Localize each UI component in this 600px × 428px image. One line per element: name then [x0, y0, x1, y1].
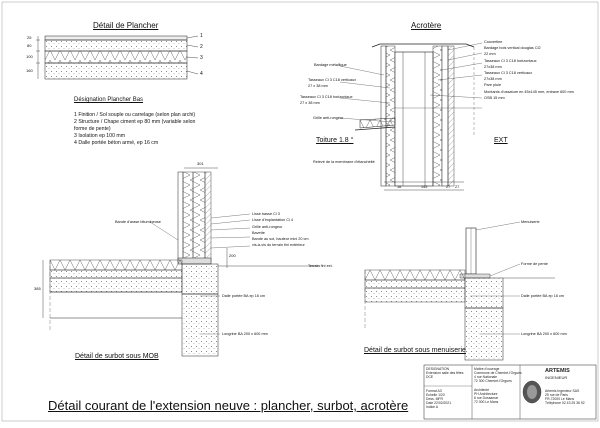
plancher-title: Détail de Plancher — [93, 21, 159, 30]
acrotere-label: Tasseaux Cl 3 C18 horizontaux — [484, 58, 537, 63]
acrotere-label-left: Bardage métallique — [314, 63, 347, 67]
acrotere-label: OSB 15 mm — [484, 95, 505, 100]
main-title: Détail courant de l'extension neuve : pl… — [48, 398, 409, 413]
releve-label: Relevé de la membrane d'étanchéité — [313, 160, 375, 164]
plancher-callout-1: 1 — [200, 33, 203, 39]
title-block-frame — [423, 364, 597, 420]
plancher-items: 1 Finition / Sol souple ou carrelage (se… — [74, 112, 195, 147]
plancher-item: 2 Structure / Chape ciment ep 80 mm (var… — [74, 119, 196, 125]
acrotere-label: 27x38 mm — [484, 64, 502, 69]
acrotere-label: Tasseaux Cl 3 C18 verticaux — [484, 71, 533, 76]
tb-left-line: Date 22/02/2021 — [426, 401, 452, 405]
mob-label: Bande au sol, hauteur mini 20 cm — [252, 237, 309, 242]
menuiserie-label: Menuiserie — [521, 220, 540, 224]
acrotere-title: Acrotère — [411, 21, 442, 30]
acrotere-dim: 27 — [446, 185, 451, 189]
plancher-item: 4 Dalle portée béton armé, ep 16 cm — [74, 140, 159, 146]
mob-bande: Bande d'arase bitumineuse — [115, 220, 161, 224]
acrotere-label: Couvertine — [484, 40, 503, 44]
tb-left-line — [426, 379, 464, 389]
acrotere-label: Bardage bois vertical douglas Cl2 — [484, 46, 541, 51]
plancher-callout-3: 3 — [200, 55, 203, 61]
titleblock-mid: Maître d'ouvrage Commune de Chemiré-l'Or… — [474, 367, 522, 404]
plancher-section — [36, 35, 199, 80]
mob-longrine: Longrine BA 200 x 600 mm — [222, 332, 268, 336]
toiture-label: Toiture 1.8 ° — [316, 137, 354, 144]
plancher-callout-2: 2 — [200, 44, 203, 50]
mob-title: Détail de surbot sous MOB — [75, 353, 159, 360]
acrotere-label: Pare pluie — [484, 83, 502, 88]
menuiserie-title: Détail de surbot sous menuiserie — [364, 347, 466, 354]
tb-right-line: Téléphone 02 43 25 36 92 — [545, 401, 585, 405]
tb-mid-line: Maître d'ouvrage — [474, 367, 500, 371]
plancher-dim-80: 80 — [27, 43, 32, 48]
tb-right-line: Artemis Ingenieur SAS — [545, 389, 580, 393]
plancher-dim-25: 25 — [27, 35, 32, 40]
menuiserie-seuil: Forme de pente — [521, 262, 548, 266]
plancher-item: forme de pente) — [74, 126, 111, 132]
acrotere-labels-right: Couvertine Bardage bois vertical douglas… — [484, 39, 574, 101]
plancher-callout-4: 4 — [200, 71, 203, 77]
plancher-dim-100: 100 — [26, 54, 33, 59]
acrotere-section — [339, 42, 483, 191]
acrotere-dim: 27 — [455, 185, 460, 189]
mob-dim-top: 301 — [197, 161, 204, 166]
plancher-item: 1 Finition / Sol souple ou carrelage (se… — [74, 112, 196, 118]
tb-right-line: FR-72000 Le Mans — [545, 397, 575, 401]
menuiserie-section — [364, 221, 555, 361]
titleblock-left: DESIGNATION Extension salle des fêtes DC… — [426, 367, 464, 409]
acrotere-label-left: 27 x 38 mm — [300, 101, 320, 105]
mob-label: Grille anti-rongeur — [252, 224, 283, 229]
acrotere-label: 22 mm — [484, 52, 496, 57]
brand-sub: INGENIEUR — [545, 375, 568, 380]
tb-left-line: Echelle 1/20 — [426, 393, 445, 397]
acrotere-label-left: Grille anti-rongeur — [313, 116, 344, 120]
mob-labels: Lisse basse Cl 3 Lisse d'implantation Cl… — [252, 211, 309, 249]
plancher-dim-160: 160 — [26, 68, 33, 73]
acrotere-dim: 145 — [421, 185, 428, 189]
menuiserie-dalle: Dalle portée BA ep 16 cm — [521, 294, 565, 298]
mob-dim-small: 200 — [229, 253, 236, 258]
tb-mid-line: 4 rue Nationale — [474, 375, 497, 379]
tb-left-line: DESIGNATION — [426, 367, 450, 371]
mob-dim-side: 385 — [34, 286, 41, 291]
mob-terrain: Terrain fini ext. — [308, 264, 333, 268]
acrotere-label-left: Tasseaux Cl 3 C18 verticaux — [308, 78, 357, 82]
tb-left-line: Extension salle des fêtes — [426, 371, 464, 375]
mob-dalle: Dalle portée BA ep 16 cm — [222, 294, 266, 298]
acrotere-label-left: 27 x 38 mm — [308, 84, 328, 88]
tb-left-line: Format A3 — [426, 389, 442, 393]
mob-section — [42, 167, 320, 357]
tb-left-line: Dess. MFR — [426, 397, 443, 401]
tb-mid-line: 72 000 Le Mans — [474, 400, 499, 404]
acrotere-label: 27x38 mm — [484, 77, 502, 82]
titleblock-right: Artemis Ingenieur SAS 25 rue de Paris FR… — [545, 389, 585, 405]
mob-label: Lisse d'implantation Cl 4 — [252, 218, 294, 223]
tb-mid-line: 6 rue Dossamar — [474, 396, 499, 400]
mob-label: Lisse basse Cl 3 — [252, 212, 280, 216]
tb-right-line: 25 rue de Paris — [545, 393, 568, 397]
acrotere-label: Montants d'ossature en 45x145 mm, entrax… — [484, 89, 574, 94]
menuiserie-longrine: Longrine BA 200 x 600 mm — [521, 332, 567, 336]
acrotere-label-left: Tasseaux Cl 3 C18 horizontaux — [300, 95, 353, 99]
ext-label: EXT — [494, 137, 508, 144]
tb-left-line: DCE — [426, 375, 434, 379]
brand-name: ARTEMIS — [545, 368, 570, 374]
acrotere-dim: 16 — [397, 185, 402, 189]
plancher-designation-title: Désignation Plancher Bas — [74, 97, 144, 103]
plancher-item: 3 Isolation ep 100 mm — [74, 133, 126, 139]
tb-left-line: Indice A — [426, 405, 439, 409]
tb-mid-line: PH Architecture — [474, 392, 498, 396]
mob-label: vis-à-vis du terrain fini extérieur — [252, 243, 305, 248]
mob-label: Bavette — [252, 230, 265, 235]
tb-mid-line: 72 300 Chemiré-l'Orgues — [474, 379, 512, 383]
tb-mid-line: Commune de Chemiré-l'Orgues — [474, 371, 522, 375]
tb-mid-line: Architecte — [474, 388, 490, 392]
